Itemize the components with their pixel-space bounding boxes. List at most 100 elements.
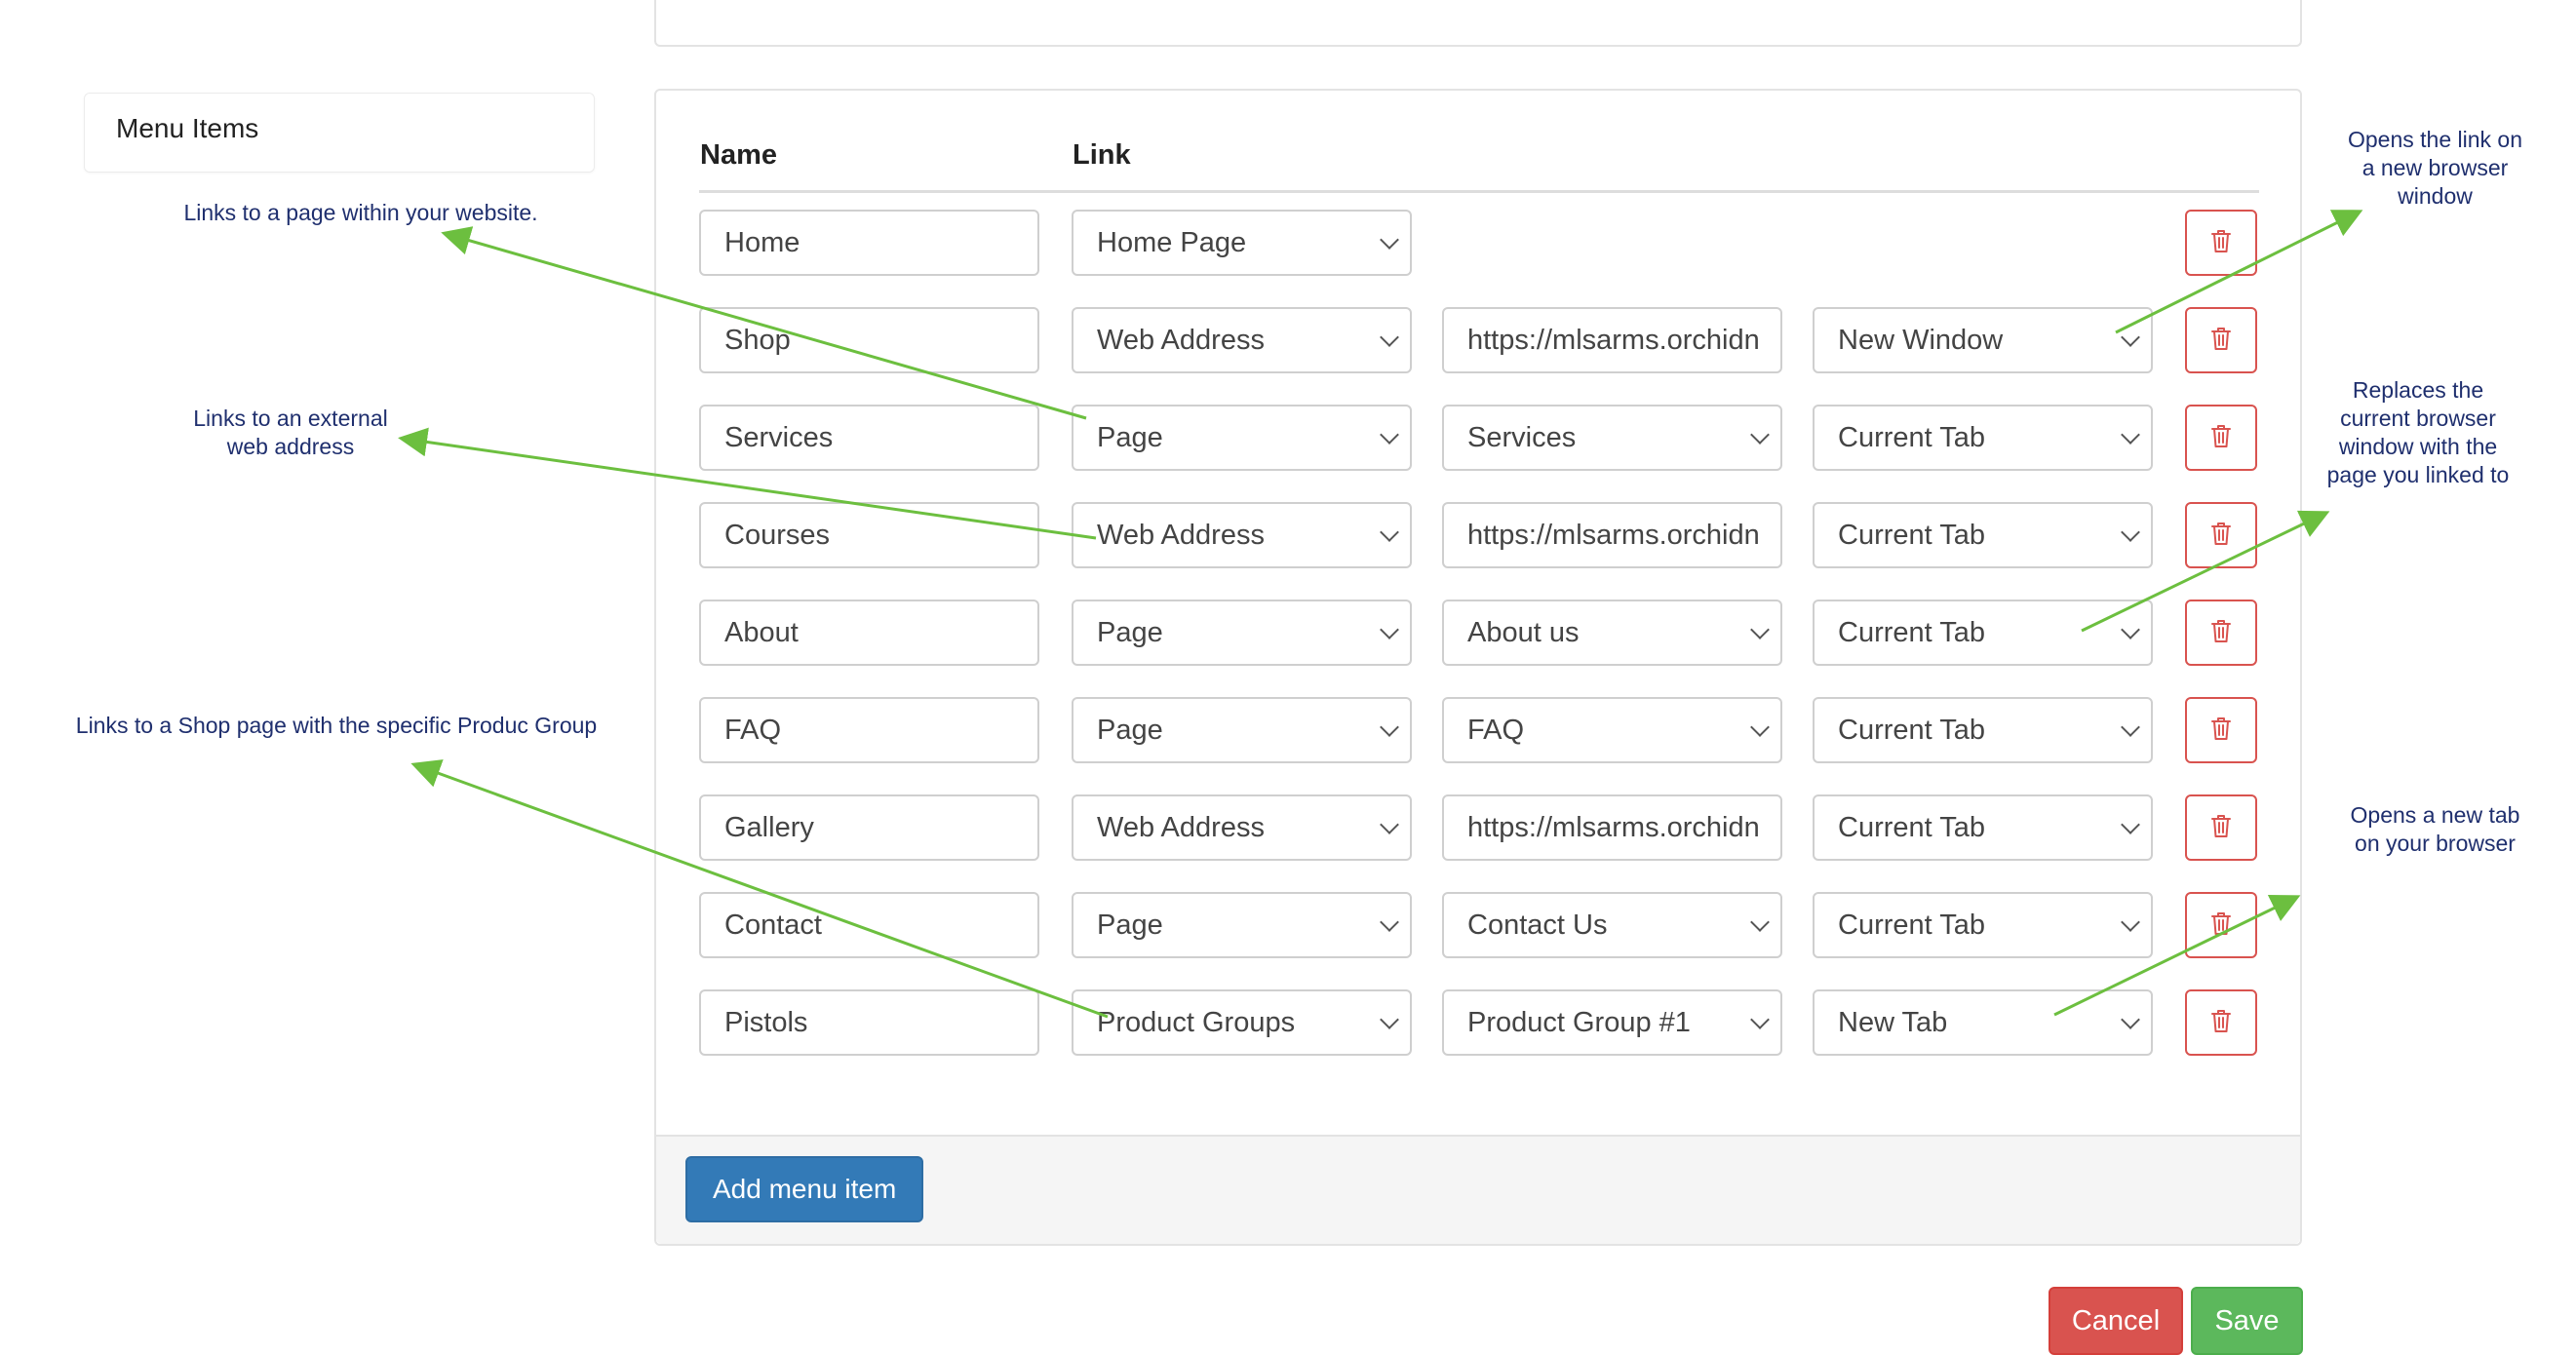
annotation-new-tab: Opens a new tab on your browser [2350,802,2520,856]
link-target-value: Contact Us [1467,910,1608,941]
trash-icon [2210,813,2232,843]
link-type-value: Page [1097,617,1163,648]
trash-icon [2210,521,2232,551]
open-in-value: Current Tab [1838,520,1985,551]
chevron-down-icon [2121,620,2140,639]
menu-item-name-input[interactable]: Services [699,405,1039,471]
link-type-select[interactable]: Web Address [1072,307,1412,373]
open-in-select[interactable]: New Tab [1813,989,2153,1056]
chevron-down-icon [2121,425,2140,445]
web-address-input[interactable]: https://mlsarms.orchidn [1442,794,1782,861]
link-type-select[interactable]: Page [1072,697,1412,763]
chevron-down-icon [1380,912,1399,932]
chevron-down-icon [2121,815,2140,834]
add-menu-item-button[interactable]: Add menu item [685,1156,924,1222]
trash-icon [2210,716,2232,746]
link-type-select[interactable]: Product Groups [1072,989,1412,1056]
link-column-header: Link [1073,139,1131,171]
link-target-value: Services [1467,422,1577,453]
link-type-value: Home Page [1097,227,1247,258]
menu-items-card: Menu Items [84,93,595,173]
link-target-value: FAQ [1467,715,1525,746]
save-button[interactable]: Save [2191,1287,2303,1355]
link-target-select[interactable]: Product Group #1 [1442,989,1782,1056]
open-in-value: New Tab [1838,1007,1948,1038]
chevron-down-icon [1750,425,1770,445]
link-type-value: Web Address [1097,520,1265,551]
chevron-down-icon [2121,523,2140,542]
open-in-value: Current Tab [1838,715,1985,746]
link-type-value: Web Address [1097,325,1265,356]
chevron-down-icon [1380,815,1399,834]
delete-row-button[interactable] [2185,405,2257,471]
link-type-select[interactable]: Web Address [1072,794,1412,861]
link-type-select[interactable]: Page [1072,600,1412,666]
link-type-select[interactable]: Home Page [1072,210,1412,276]
delete-row-button[interactable] [2185,600,2257,666]
link-type-select[interactable]: Page [1072,405,1412,471]
delete-row-button[interactable] [2185,502,2257,568]
chevron-down-icon [1750,717,1770,737]
menu-item-name-input[interactable]: Courses [699,502,1039,568]
link-type-select[interactable]: Web Address [1072,502,1412,568]
trash-icon [2210,326,2232,356]
web-address-input[interactable]: https://mlsarms.orchidn [1442,307,1782,373]
chevron-down-icon [1750,912,1770,932]
table-row: Contact Page Contact Us Current Tab [656,892,2300,958]
trash-icon [2210,228,2232,258]
annotation-external-link: Links to an external web address [193,406,388,459]
delete-row-button[interactable] [2185,210,2257,276]
link-type-value: Page [1097,715,1163,746]
menu-items-title: Menu Items [116,113,259,143]
open-in-select[interactable]: Current Tab [1813,502,2153,568]
trash-icon [2210,910,2232,941]
delete-row-button[interactable] [2185,794,2257,861]
open-in-select[interactable]: Current Tab [1813,892,2153,958]
delete-row-button[interactable] [2185,307,2257,373]
chevron-down-icon [1750,620,1770,639]
chevron-down-icon [2121,912,2140,932]
menu-item-name-input[interactable]: FAQ [699,697,1039,763]
menu-item-name-input[interactable]: Shop [699,307,1039,373]
trash-icon [2210,1008,2232,1038]
web-address-input[interactable]: https://mlsarms.orchidn [1442,502,1782,568]
link-target-value: Product Group #1 [1467,1007,1691,1038]
chevron-down-icon [1380,230,1399,250]
cancel-button[interactable]: Cancel [2049,1287,2183,1355]
open-in-select[interactable]: New Window [1813,307,2153,373]
menu-item-name-input[interactable]: Gallery [699,794,1039,861]
link-type-value: Product Groups [1097,1007,1296,1038]
link-type-value: Web Address [1097,812,1265,843]
trash-icon [2210,618,2232,648]
open-in-select[interactable]: Current Tab [1813,794,2153,861]
table-row: Courses Web Address https://mlsarms.orchid… [656,502,2300,568]
menu-item-name-input[interactable]: Contact [699,892,1039,958]
chevron-down-icon [1750,1010,1770,1029]
chevron-down-icon [2121,1010,2140,1029]
link-type-value: Page [1097,422,1163,453]
link-type-value: Page [1097,910,1163,941]
header-divider [699,190,2259,193]
menu-item-name-input[interactable]: Home [699,210,1039,276]
open-in-select[interactable]: Current Tab [1813,697,2153,763]
open-in-value: Current Tab [1838,617,1985,648]
menu-item-name-input[interactable]: Pistols [699,989,1039,1056]
open-in-select[interactable]: Current Tab [1813,600,2153,666]
menu-item-name-input[interactable]: About [699,600,1039,666]
link-target-select[interactable]: About us [1442,600,1782,666]
link-target-select[interactable]: Contact Us [1442,892,1782,958]
table-row: Pistols Product Groups Product Group #1 New… [656,989,2300,1056]
link-type-select[interactable]: Page [1072,892,1412,958]
chevron-down-icon [1380,328,1399,347]
delete-row-button[interactable] [2185,989,2257,1056]
open-in-value: Current Tab [1838,422,1985,453]
table-row: Home Home Page [656,210,2300,276]
open-in-select[interactable]: Current Tab [1813,405,2153,471]
delete-row-button[interactable] [2185,892,2257,958]
annotation-current-tab: Replaces the current browser window with… [2326,377,2510,487]
table-row: Services Page Services Current Tab [656,405,2300,471]
link-target-select[interactable]: FAQ [1442,697,1782,763]
chevron-down-icon [1380,620,1399,639]
link-target-select[interactable]: Services [1442,405,1782,471]
delete-row-button[interactable] [2185,697,2257,763]
